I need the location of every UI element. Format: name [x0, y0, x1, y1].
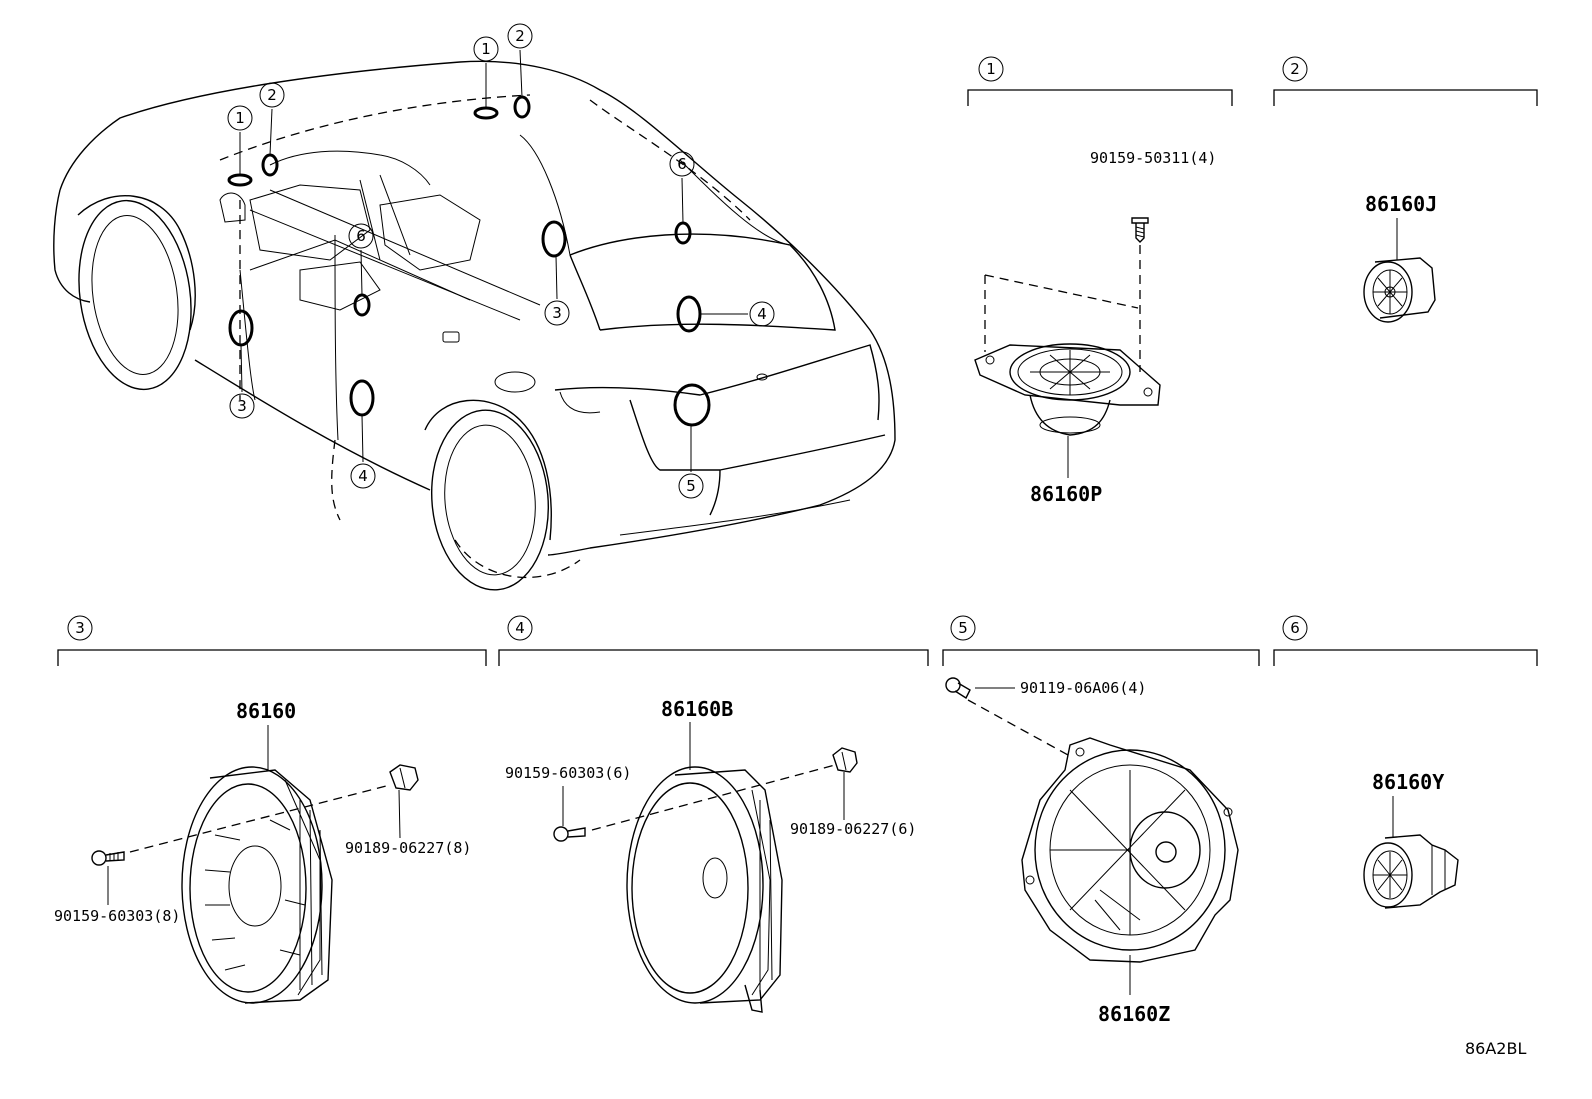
- svg-text:5: 5: [958, 619, 968, 637]
- speaker-ring-4-rear-door: [676, 295, 702, 333]
- speaker-86160P: [974, 343, 1161, 436]
- callout-leaders: [239, 49, 748, 472]
- part-number-86160J: 86160J: [1365, 192, 1437, 216]
- clip-icon: [389, 764, 419, 791]
- speaker-ring-1-rear: [473, 106, 499, 120]
- svg-text:3: 3: [552, 304, 562, 322]
- car-callout: 5: [678, 473, 704, 499]
- fastener-label: 90119-06A06(4): [1020, 679, 1146, 697]
- car-callout: 6: [669, 151, 695, 177]
- part-number-86160P: 86160P: [1030, 482, 1102, 506]
- car-callout: 4: [749, 301, 775, 327]
- car-illustration: [53, 60, 896, 591]
- svg-text:6: 6: [1290, 619, 1300, 637]
- svg-text:2: 2: [1290, 60, 1300, 78]
- section-callout-6: 6: [1282, 615, 1308, 641]
- car-callout: 4: [350, 463, 376, 489]
- svg-text:3: 3: [237, 397, 247, 415]
- speaker-ring-5-tailgate: [673, 383, 711, 427]
- speaker-86160-group: 86160 90159-60303(8) 90189-06227(8): [54, 699, 471, 1004]
- screw-icon: [1131, 217, 1149, 243]
- car-callout: 2: [259, 82, 285, 108]
- speaker-86160J-group: 86160J: [1363, 192, 1437, 323]
- speaker-locations: [227, 95, 711, 427]
- svg-text:3: 3: [75, 619, 85, 637]
- speaker-86160B: [626, 766, 783, 1013]
- svg-text:2: 2: [515, 27, 525, 45]
- fastener-label: 90159-60303(8): [54, 907, 180, 925]
- speaker-ring-6-rear: [674, 221, 692, 245]
- speaker-ring-6-front: [353, 293, 371, 317]
- section-callout-3: 3: [67, 615, 93, 641]
- tweeter-86160J: [1363, 257, 1436, 323]
- speaker-ring-1-front: [227, 173, 253, 187]
- car-callout: 6: [348, 223, 374, 249]
- speaker-86160B-group: 86160B 90159-60303(6) 90189-06227(6): [505, 697, 916, 1013]
- svg-text:1: 1: [986, 60, 996, 78]
- car-callout: 2: [507, 23, 533, 49]
- fastener-label: 90189-06227(8): [345, 839, 471, 857]
- svg-text:2: 2: [267, 86, 277, 104]
- car-callout: 1: [227, 105, 253, 131]
- speaker-ring-2-rear: [513, 95, 531, 119]
- speaker-86160P-group: 90159-50311(4) 86160P: [974, 149, 1216, 506]
- diagram-code: 86A2BL: [1465, 1039, 1526, 1058]
- screw-icon: [945, 677, 971, 700]
- screw-icon: [553, 826, 586, 842]
- car-callout: 1: [473, 36, 499, 62]
- svg-text:4: 4: [757, 305, 767, 323]
- part-number-86160B: 86160B: [661, 697, 733, 721]
- speaker-86160Z-group: 90119-06A06(4) 86160Z: [945, 677, 1239, 1026]
- section-callout-2: 2: [1282, 56, 1308, 82]
- svg-text:6: 6: [356, 227, 366, 245]
- section-callout-5: 5: [950, 615, 976, 641]
- section-callout-4: 4: [507, 615, 533, 641]
- svg-text:4: 4: [358, 467, 368, 485]
- fastener-label: 90189-06227(6): [790, 820, 916, 838]
- section-brackets: [57, 89, 1538, 666]
- part-number-86160Y: 86160Y: [1372, 770, 1444, 794]
- car-callout: 3: [229, 393, 255, 419]
- speaker-ring-3-right: [541, 220, 567, 258]
- tweeter-86160Y: [1363, 834, 1459, 909]
- svg-text:6: 6: [677, 155, 687, 173]
- svg-text:4: 4: [515, 619, 525, 637]
- car-callout: 3: [544, 300, 570, 326]
- screw-icon: [91, 850, 125, 866]
- section-callouts: 1 2 3 4 5 6: [67, 56, 1308, 641]
- clip-icon: [832, 747, 858, 773]
- section-callout-1: 1: [978, 56, 1004, 82]
- svg-text:5: 5: [686, 477, 696, 495]
- speaker-86160Y-group: 86160Y: [1363, 770, 1459, 909]
- part-number-86160: 86160: [236, 699, 296, 723]
- fastener-label: 90159-60303(6): [505, 764, 631, 782]
- woofer-86160Z: [1021, 737, 1239, 963]
- speaker-ring-3-front: [228, 309, 254, 347]
- speaker-86160: [181, 766, 333, 1004]
- svg-text:1: 1: [235, 109, 245, 127]
- car-callouts: 1 2 1 2 6 3 6 3 4 3 4 5: [227, 23, 775, 499]
- svg-text:1: 1: [481, 40, 491, 58]
- speaker-ring-4-door: [349, 379, 375, 417]
- part-number-86160Z: 86160Z: [1098, 1002, 1170, 1026]
- fastener-label: 90159-50311(4): [1090, 149, 1216, 167]
